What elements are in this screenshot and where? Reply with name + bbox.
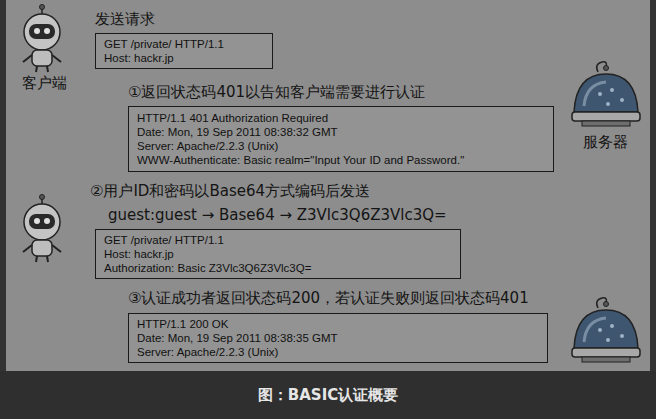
http-line: GET /private/ HTTP/1.1 xyxy=(104,233,224,247)
message-step: ②用户ID和密码以Base64方式编码后发送 guest:guest → Base… xyxy=(90,182,461,279)
http-line: HTTP/1.1 401 Authorization Required xyxy=(137,111,328,125)
http-line: Date: Mon, 19 Sep 2011 08:38:35 GMT xyxy=(137,331,338,345)
message-step: ③认证成功者返回状态码200，若认证失败则返回状态码401HTTP/1.1 20… xyxy=(128,289,548,363)
http-message-box: GET /private/ HTTP/1.1Host: hackr.jpAuth… xyxy=(95,229,461,279)
http-line: HTTP/1.1 200 OK xyxy=(137,317,228,331)
step-heading: ②用户ID和密码以Base64方式编码后发送 xyxy=(90,182,370,200)
http-line: Server: Apache/2.2.3 (Unix) xyxy=(137,139,278,153)
http-line: Server: Apache/2.2.3 (Unix) xyxy=(137,345,278,359)
message-step: 发送请求 GET /private/ HTTP/1.1Host: hackr.jp xyxy=(95,10,273,69)
http-message-box: GET /private/ HTTP/1.1Host: hackr.jp xyxy=(95,33,273,69)
http-line: Authorization: Basic Z3Vlc3Q6Z3Vlc3Q= xyxy=(104,261,311,275)
role-label: 服务器 xyxy=(583,133,628,151)
http-message-box: HTTP/1.1 401 Authorization RequiredDate:… xyxy=(128,106,554,172)
step-heading: ③认证成功者返回状态码200，若认证失败则返回状态码401 xyxy=(128,289,529,307)
figure-caption: 图：BASIC认证概要 xyxy=(0,385,656,405)
http-line: Date: Mon, 19 Sep 2011 08:38:32 GMT xyxy=(137,125,338,139)
step-heading: 发送请求 xyxy=(95,10,155,28)
message-step: ①返回状态码401以告知客户端需要进行认证 HTTP/1.1 401 Author… xyxy=(128,83,554,172)
http-line: WWW-Authenticate: Basic realm="Input You… xyxy=(137,153,464,167)
http-message-box: HTTP/1.1 200 OKDate: Mon, 19 Sep 2011 08… xyxy=(128,313,548,363)
role-label: 客户端 xyxy=(22,74,67,92)
step-heading: guest:guest → Base64 → Z3Vlc3Q6Z3Vlc3Q= xyxy=(108,206,447,224)
http-line: Host: hackr.jp xyxy=(104,51,174,65)
step-heading: ①返回状态码401以告知客户端需要进行认证 xyxy=(128,83,425,101)
http-line: GET /private/ HTTP/1.1 xyxy=(104,37,224,51)
http-line: Host: hackr.jp xyxy=(104,247,174,261)
